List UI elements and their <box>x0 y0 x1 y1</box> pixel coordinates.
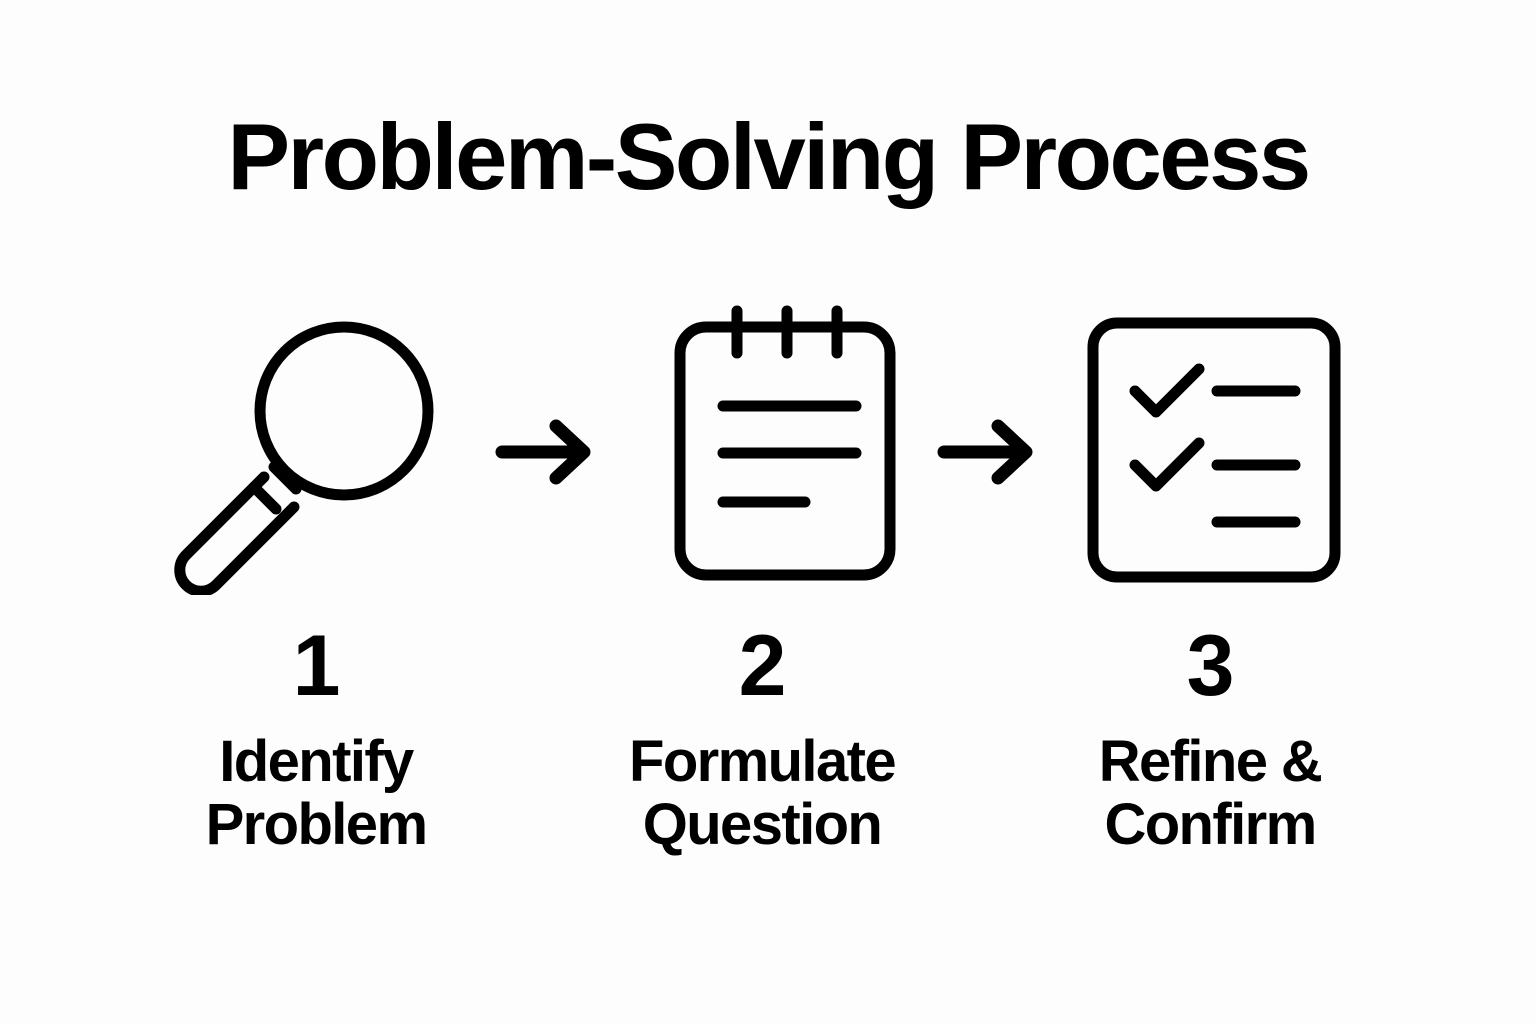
step-3-icon-wrap <box>1045 295 1375 595</box>
step-2-icon-wrap <box>597 295 927 595</box>
step-3: 3 Refine & Confirm <box>1045 295 1375 856</box>
step-2: 2 Formulate Question <box>597 295 927 856</box>
step-1: 1 Identify Problem <box>151 295 481 856</box>
step-1-icon-wrap <box>151 295 481 595</box>
step-1-number: 1 <box>292 618 341 714</box>
connector-2 <box>932 412 1042 497</box>
page-title: Problem-Solving Process <box>227 104 1311 209</box>
step-1-label: Identify Problem <box>205 729 428 857</box>
connector-1 <box>490 412 600 497</box>
step-3-number: 3 <box>1186 618 1235 714</box>
checklist-icon <box>1087 317 1341 583</box>
step-2-number: 2 <box>738 618 787 714</box>
notepad-icon <box>674 305 896 581</box>
arrow-right-icon <box>937 419 1033 485</box>
arrow-right-icon <box>495 419 591 485</box>
step-2-label: Formulate Question <box>629 729 897 857</box>
process-steps: 1 Identify Problem <box>0 295 1536 895</box>
step-3-label: Refine & Confirm <box>1098 729 1323 857</box>
magnifying-glass-icon <box>174 321 434 595</box>
